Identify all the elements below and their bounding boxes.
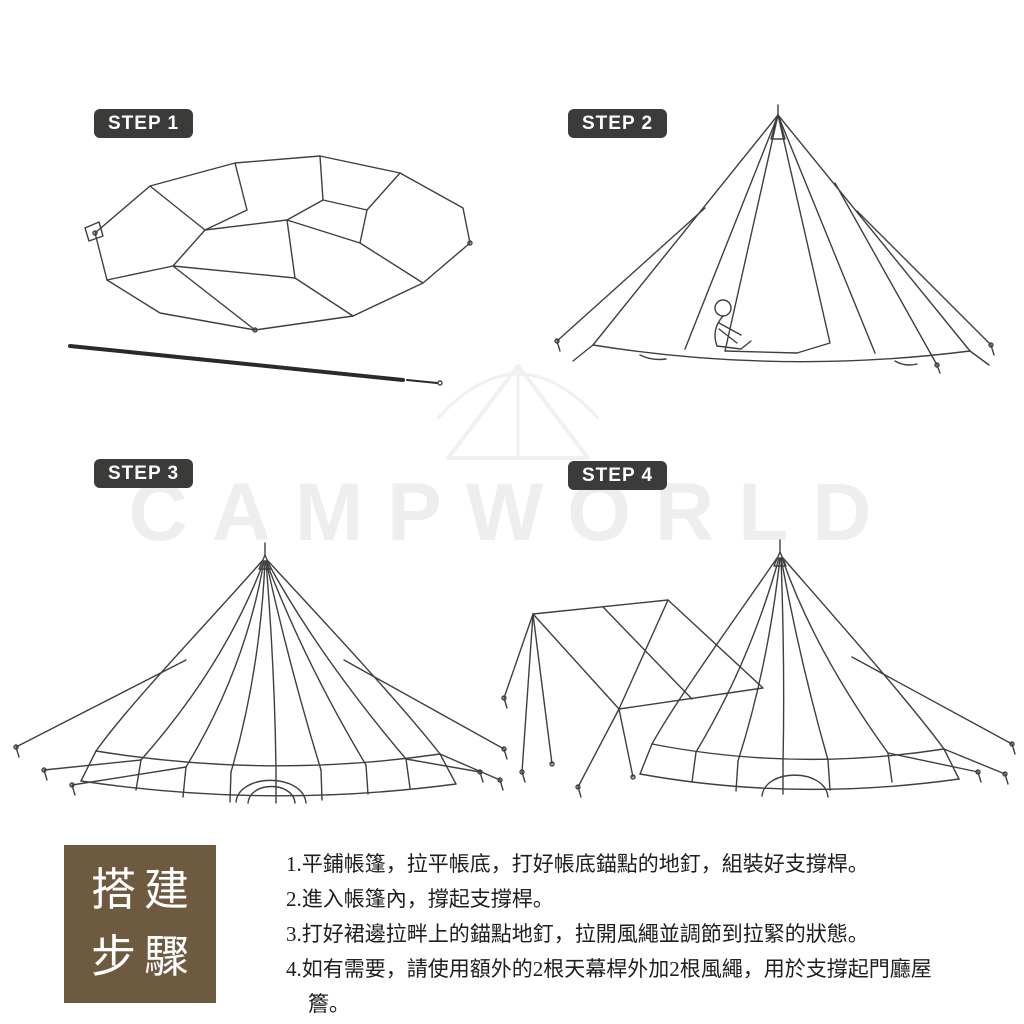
instruction-1: 1.平鋪帳篷，拉平帳底，打好帳底錨點的地釘，組裝好支撐桿。 — [286, 852, 869, 876]
step2-badge: STEP 2 — [568, 109, 668, 138]
setup-steps-title-box: 搭建 步驟 — [64, 845, 216, 1003]
title-line-2: 步驟 — [90, 932, 197, 982]
step3-bell-tent-illustration — [13, 542, 508, 804]
step4-bell-tent-with-awning-illustration — [501, 539, 1016, 798]
step1-flat-tent-illustration — [68, 155, 473, 386]
instruction-4: 4.如有需要，請使用額外的2根天幕桿外加2根風繩，用於支撐起門廳屋簷。 — [286, 957, 932, 1016]
step1-badge: STEP 1 — [94, 109, 194, 138]
step2-raised-tent-illustration — [554, 104, 995, 374]
instruction-3: 3.打好裙邊拉畔上的錨點地釘，拉開風繩並調節到拉緊的狀態。 — [286, 922, 869, 946]
step1-badge-label: STEP 1 — [108, 113, 180, 134]
step4-badge-label: STEP 4 — [582, 465, 654, 486]
step3-badge: STEP 3 — [94, 459, 194, 488]
watermark-tent-logo — [436, 364, 600, 460]
instruction-2: 2.進入帳篷內，撐起支撐桿。 — [286, 887, 554, 911]
step3-badge-label: STEP 3 — [108, 463, 180, 484]
step4-badge: STEP 4 — [568, 461, 668, 490]
title-line-1: 搭建 — [90, 864, 197, 915]
instruction-list: 1.平鋪帳篷，拉平帳底，打好帳底錨點的地釘，組裝好支撐桿。 2.進入帳篷內，撐起… — [286, 847, 966, 1022]
step2-badge-label: STEP 2 — [582, 113, 654, 134]
